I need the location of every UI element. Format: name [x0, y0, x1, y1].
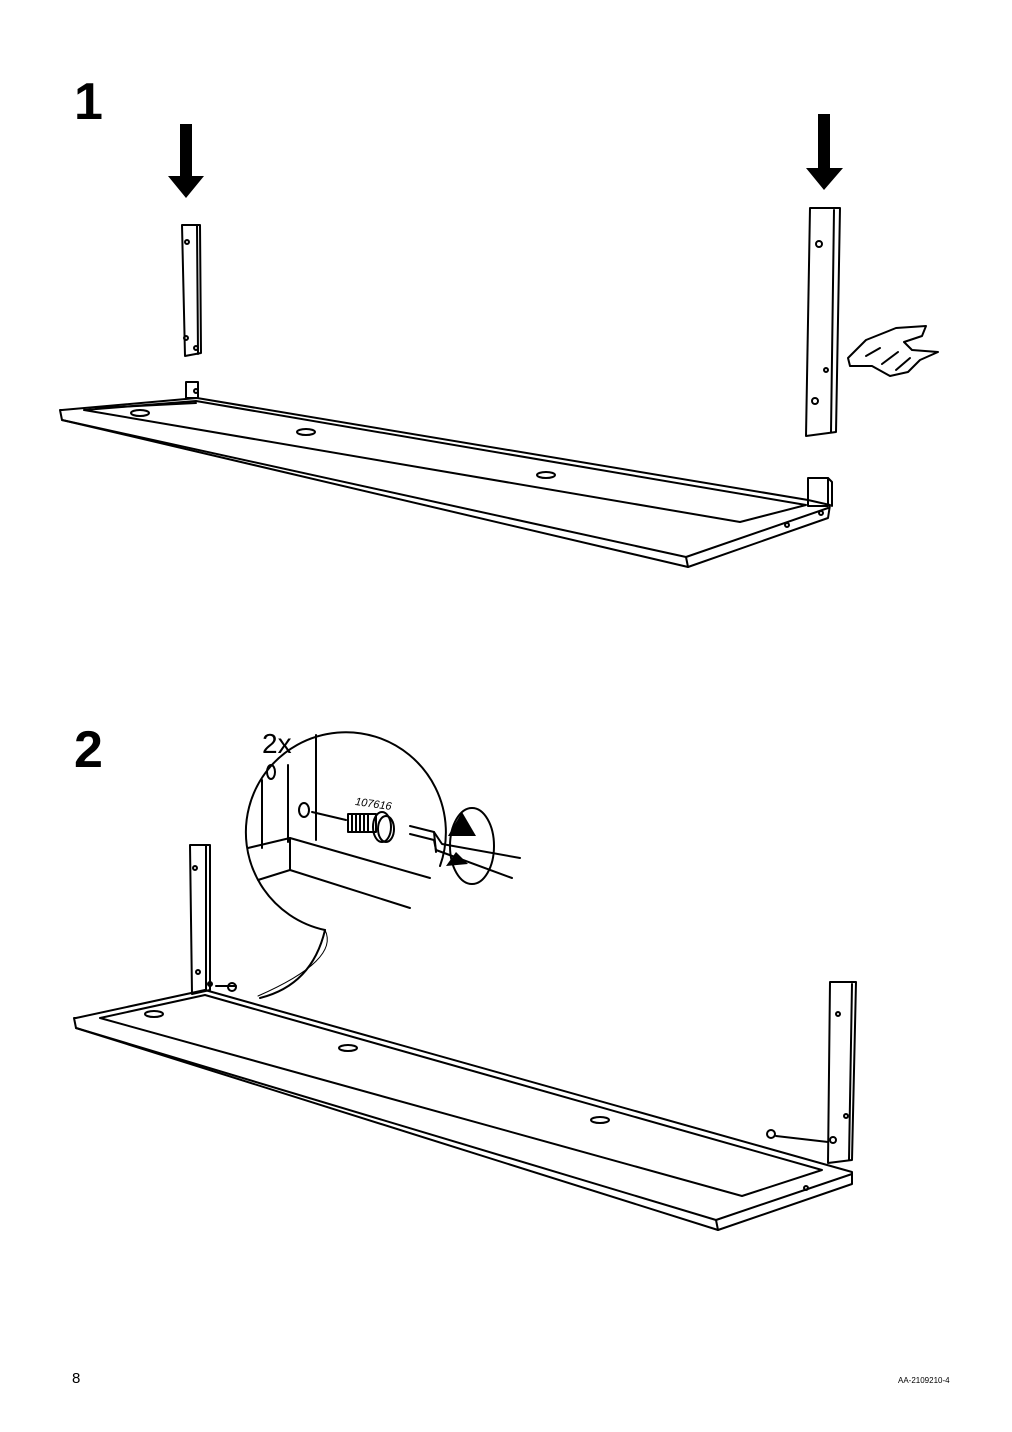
rotate-clockwise-icon [449, 807, 495, 885]
leg-right [805, 207, 841, 437]
pointing-hand-icon [847, 325, 939, 377]
step-2-number: 2 [74, 721, 103, 779]
detail-callout [244, 731, 447, 931]
leg-left [189, 844, 211, 995]
arrow-down-icon [168, 124, 204, 198]
screwdriver-icon [409, 825, 521, 879]
leg-left [181, 224, 202, 357]
quantity-label: 2x [262, 728, 292, 759]
screw-icon [347, 811, 395, 843]
arrow-down-icon [806, 114, 843, 190]
leg-right [827, 981, 857, 1164]
page-number: 8 [72, 1370, 81, 1387]
step-1-number: 1 [74, 73, 103, 131]
document-id: AA-2109210-4 [898, 1376, 950, 1385]
frame-outer [73, 989, 853, 1231]
frame-outer [59, 397, 831, 568]
